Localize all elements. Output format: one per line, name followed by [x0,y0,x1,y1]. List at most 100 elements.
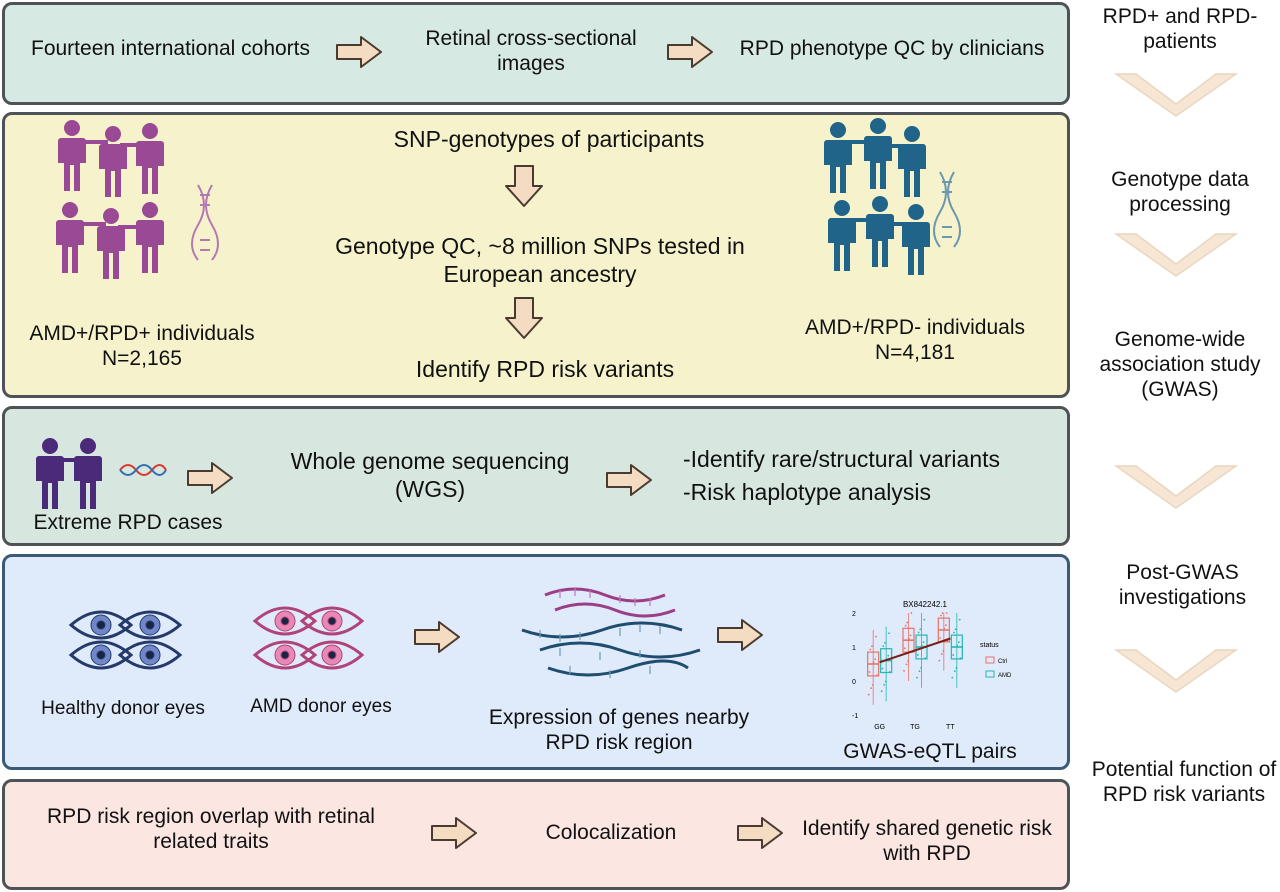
jitter-point [923,618,926,621]
jitter-point [940,653,943,656]
jitter-point [874,658,877,661]
panel-wgs [2,406,1070,546]
jitter-point [916,676,918,679]
arrow-down-icon [505,297,543,339]
jitter-point [888,670,891,673]
legend-title: status [980,642,999,649]
x-tick-label: TG [910,724,920,731]
jitter-point [908,637,910,640]
jitter-point [884,680,887,683]
label-healthy-eyes: Healthy donor eyes [41,698,205,719]
people-icon-amd-rpd-plus [56,120,164,279]
chevron-down-icon [1115,233,1237,277]
jitter-point [870,687,873,690]
arrow-icon [414,621,460,653]
jitter-point [875,674,878,677]
jitter-point [942,650,945,652]
jitter-point [919,628,922,631]
jitter-point [946,640,949,643]
jitter-point [867,693,870,696]
jitter-point [941,612,944,614]
legend-amd-swatch [985,670,995,678]
chevron-down-icon [1115,73,1237,117]
jitter-point [871,645,873,648]
panel-gwas [2,112,1070,398]
jitter-point [880,690,883,693]
arrow-icon [336,36,382,68]
label-genotype-qc: Genotype QC, ~8 million SNPs tested in E… [335,233,745,287]
label-identify-rpd-variants: Identify RPD risk variants [415,356,675,382]
label-wgs: Whole genome sequencing (WGS) [290,448,570,502]
plot-title: BX842242.1 [903,600,948,609]
label-amd-rpd-plus-n: N=2,165 [102,347,182,370]
side-label-post-gwas: Post-GWAS investigations [1118,561,1247,610]
jitter-point [959,657,962,660]
jitter-point [871,684,874,686]
jitter-point [869,648,872,651]
people-icon-extreme-cases [36,438,102,509]
label-amd-rpd-minus: AMD+/RPD- individuals [805,316,1025,339]
arrow-icon [606,464,652,496]
jitter-point [910,612,913,614]
panel-data-collection [2,2,1070,105]
side-label-genotype-processing: Genotype data processing [1111,168,1249,217]
label-snp-genotypes: SNP-genotypes of participants [393,126,705,152]
label-rare-variants: -Identify rare/structural variants [683,446,1001,472]
label-risk-haplotype: -Risk haplotype analysis [683,479,932,505]
people-icon-amd-rpd-minus [824,118,930,275]
jitter-point [909,634,912,637]
jitter-point [954,628,957,631]
jitter-point [872,661,875,664]
y-tick-label: 2 [852,611,856,618]
jitter-point [943,627,946,630]
amd-eye-icons [253,606,364,670]
jitter-point [906,621,909,624]
chevron-down-icon [1115,465,1237,509]
label-cohorts: Fourteen international cohorts [31,37,310,60]
x-tick-label: GG [874,724,885,731]
label-overlap: RPD risk region overlap with retinal rel… [47,805,375,854]
panel-colocalization [2,779,1070,890]
arrow-icon [737,817,783,849]
side-label-function: Potential function of RPD risk variants [1091,758,1277,807]
label-phenotype-qc: RPD phenotype QC by clinicians [739,37,1045,60]
jitter-point [920,667,922,669]
y-tick-label: 1 [852,645,856,652]
label-retinal-images: Retinal cross-sectional images [425,27,637,76]
side-label-gwas: Genome-wide association study (GWAS) [1099,328,1261,402]
jitter-point [884,641,886,644]
jitter-point [953,670,956,673]
jitter-point [955,667,958,669]
arrow-icon [667,36,713,68]
side-label-patients: RPD+ and RPD- patients [1102,5,1258,54]
label-amd-rpd-minus-n: N=4,181 [875,341,955,364]
jitter-point [952,654,955,656]
chevron-down-icon [1115,649,1237,693]
arrow-icon [717,619,763,651]
jitter-point [881,667,884,670]
y-tick-label: -1 [852,713,858,720]
jitter-point [904,624,907,627]
jitter-point [903,647,906,650]
jitter-point [887,654,890,657]
rna-bases-icon [539,588,661,678]
dna-icon [191,184,219,261]
jitter-point [918,670,921,673]
arrow-icon [431,817,477,849]
jitter-point [938,659,941,662]
y-tick-label: 0 [852,679,856,686]
jitter-point [953,631,955,634]
healthy-eye-icons [69,610,182,670]
jitter-point [868,671,871,673]
label-amd-rpd-plus: AMD+/RPD+ individuals [29,322,255,345]
jitter-point [882,645,885,648]
legend-ctrl-swatch [985,656,995,664]
arrow-icon [187,462,233,494]
rna-strands-icon [521,587,701,677]
dna-icon [119,464,167,476]
label-expression: Expression of genes nearby RPD risk regi… [488,706,750,755]
jitter-point [956,644,959,647]
trend-line [879,637,951,664]
